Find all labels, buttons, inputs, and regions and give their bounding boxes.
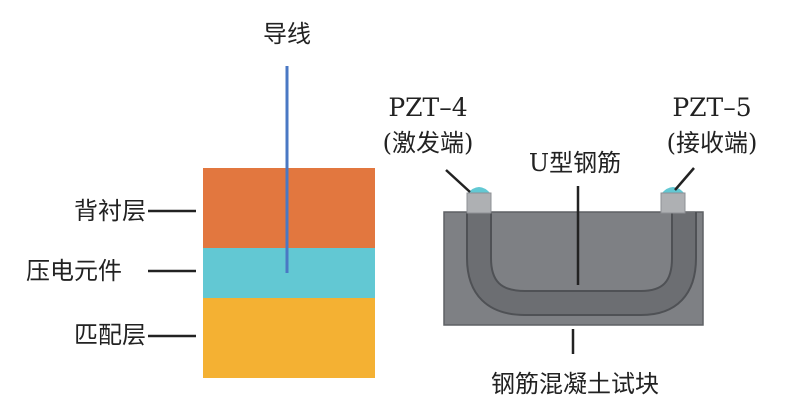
sensor-pzt-4 — [466, 187, 492, 214]
wire-label: 导线 — [263, 20, 311, 48]
specimen-labels: PZT–4 (激发端) PZT–5 (接收端) U型钢筋 钢筋混凝土试块 — [383, 93, 758, 398]
u-rebar-label: U型钢筋 — [529, 149, 621, 177]
pzt-5-role: (接收端) — [667, 129, 758, 157]
piezo-element-label: 压电元件 — [26, 257, 122, 285]
concrete-block-label: 钢筋混凝土试块 — [491, 370, 659, 398]
sensor-pzt-4-leader — [445, 169, 471, 193]
sensor-pzt-5-leader — [674, 167, 695, 191]
u-rebar — [468, 212, 695, 314]
sensor-pzt-5-body — [660, 192, 686, 214]
backing-layer — [203, 168, 375, 248]
sensor-pzt-4-body — [466, 192, 492, 214]
matching-layer — [203, 298, 375, 378]
pzt-4-role: (激发端) — [383, 129, 474, 157]
transducer-stack — [203, 66, 375, 378]
sensor-pzt-5-cap — [661, 187, 685, 194]
matching-layer-label: 匹配层 — [74, 321, 146, 349]
piezo-element-layer — [203, 248, 375, 298]
backing-layer-label: 背衬层 — [74, 197, 146, 225]
sensor-pzt-4-cap — [467, 187, 491, 194]
concrete-specimen — [443, 167, 704, 354]
pzt-4-name: PZT–4 — [388, 93, 467, 122]
sensor-pzt-5 — [660, 187, 686, 214]
pzt-5-name: PZT–5 — [672, 93, 751, 122]
layer-labels: 背衬层 压电元件 匹配层 — [26, 197, 196, 349]
